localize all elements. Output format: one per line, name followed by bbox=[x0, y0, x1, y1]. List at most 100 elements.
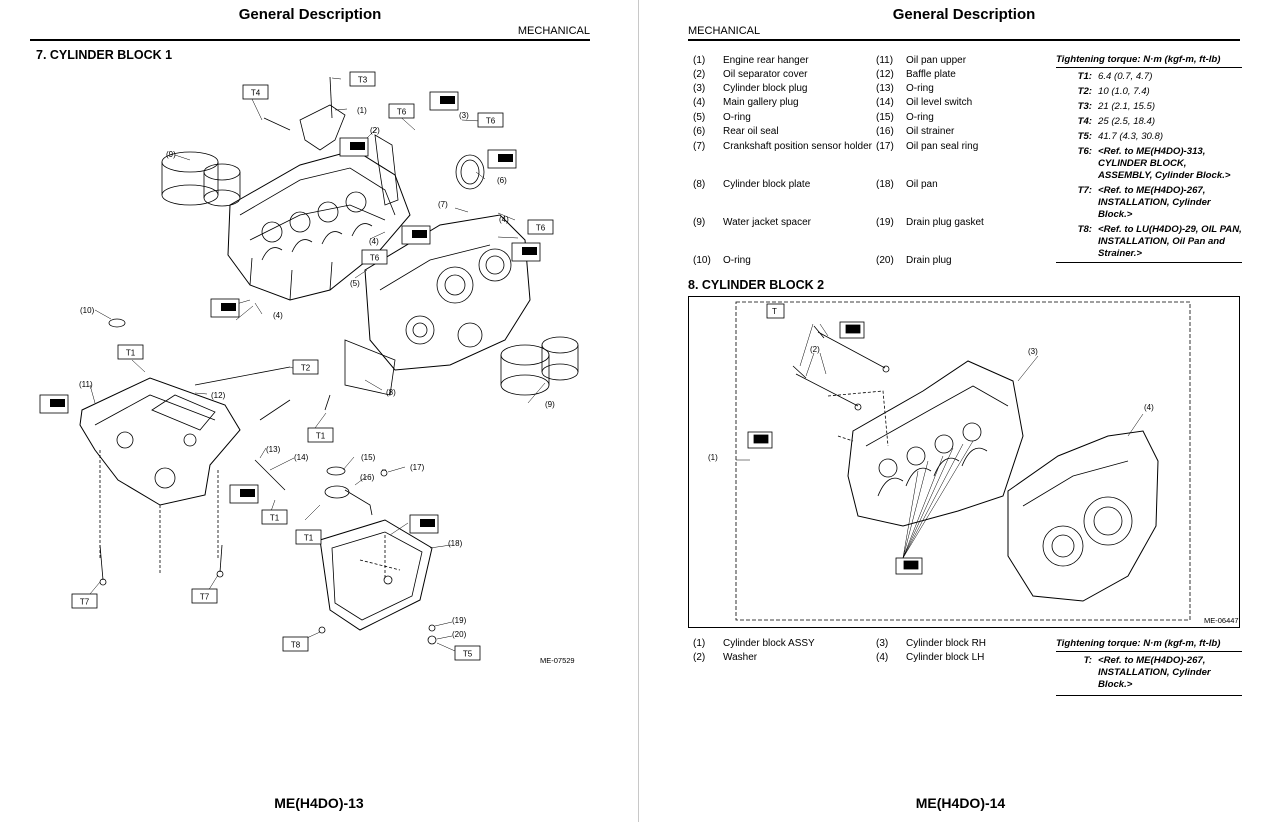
section-heading-2: 8. CYLINDER BLOCK 2 bbox=[688, 278, 825, 292]
legend-text: Crankshaft position sensor holder bbox=[723, 141, 872, 152]
cylinder-block-lh-drawing bbox=[344, 214, 531, 396]
callout-label: (9) bbox=[545, 400, 555, 409]
lubricant-icon-glyph bbox=[420, 519, 435, 527]
torque-row: T:<Ref. to ME(H4DO)-267, INSTALLATION, C… bbox=[1056, 655, 1242, 691]
rear-oil-seal bbox=[455, 154, 485, 190]
torque-box-label: T6 bbox=[397, 108, 407, 117]
legend-text: Oil pan seal ring bbox=[906, 141, 979, 152]
legend-number: (13) bbox=[876, 83, 894, 94]
torque-key: T1: bbox=[1077, 71, 1092, 82]
torque-value: 25 (2.5, 18.4) bbox=[1098, 116, 1156, 127]
legend-number: (10) bbox=[693, 255, 711, 266]
legend-number: (11) bbox=[876, 55, 894, 66]
legend-text: Rear oil seal bbox=[723, 126, 779, 137]
torque-box bbox=[361, 249, 388, 265]
legend-number: (2) bbox=[693, 69, 706, 80]
torque-key: T3: bbox=[1077, 101, 1092, 112]
lubricant-icon-glyph bbox=[350, 142, 365, 150]
torque-box-label: T1 bbox=[304, 534, 314, 543]
callout-label: (16) bbox=[360, 473, 375, 482]
torque-box bbox=[242, 84, 269, 100]
legend-text: O-ring bbox=[906, 112, 934, 123]
cylinder-block-2-diagram: T (1) (2) (3) (4) ME-06447 bbox=[688, 296, 1240, 628]
torque-key: T6: bbox=[1077, 146, 1092, 157]
legend-text: Oil pan upper bbox=[906, 55, 967, 66]
callout-label: (17) bbox=[410, 463, 425, 472]
torque-box bbox=[71, 593, 98, 609]
torque-box-label: T1 bbox=[270, 514, 280, 523]
legend-text: Engine rear hanger bbox=[723, 55, 809, 66]
torque-key: T: bbox=[1083, 655, 1092, 666]
torque-row: T1:6.4 (0.7, 4.7) bbox=[1056, 71, 1242, 83]
torque-box bbox=[454, 645, 481, 661]
header-rule bbox=[688, 39, 1240, 41]
callout-label: (6) bbox=[497, 176, 507, 185]
torque-table: Tightening torque: N·m (kgf-m, ft-lb) T1… bbox=[1056, 54, 1242, 263]
torque-row: T3:21 (2.1, 15.5) bbox=[1056, 101, 1242, 113]
oil-pan-drawing bbox=[318, 519, 437, 645]
callout-label: (13) bbox=[266, 445, 281, 454]
torque-row: T7:<Ref. to ME(H4DO)-267, INSTALLATION, … bbox=[1056, 185, 1242, 221]
callout-3-label: (3) bbox=[1028, 347, 1038, 356]
lubricant-icon-glyph bbox=[440, 96, 455, 104]
torque-box-label: T1 bbox=[126, 349, 136, 358]
callout-label: (11) bbox=[79, 380, 93, 389]
legend-text: O-ring bbox=[723, 255, 751, 266]
torque-box bbox=[117, 344, 144, 360]
callout-2-label: (2) bbox=[810, 345, 820, 354]
callout-label: (7) bbox=[438, 200, 448, 209]
torque-box-label: T7 bbox=[80, 598, 90, 607]
legend-text: Cylinder block plate bbox=[723, 179, 811, 190]
torque-header: Tightening torque: N·m (kgf-m, ft-lb) bbox=[1056, 638, 1242, 652]
legend-text: Drain plug gasket bbox=[906, 217, 984, 228]
legend-text: Drain plug bbox=[906, 255, 952, 266]
torque-key: T8: bbox=[1077, 224, 1092, 235]
callout-label: (4) bbox=[273, 311, 283, 320]
torque-box bbox=[292, 359, 319, 375]
torque-key: T2: bbox=[1077, 86, 1092, 97]
legend-number: (9) bbox=[693, 217, 706, 228]
torque-box bbox=[349, 71, 376, 87]
torque-box-label: T7 bbox=[200, 593, 210, 602]
legend-number: (3) bbox=[693, 83, 706, 94]
torque-header: Tightening torque: N·m (kgf-m, ft-lb) bbox=[1056, 54, 1242, 68]
legend-number: (14) bbox=[876, 97, 894, 108]
lubricant-icon bbox=[747, 431, 773, 449]
callout-label: (8) bbox=[386, 388, 396, 397]
lubricant-icon-glyph bbox=[522, 247, 537, 255]
callout-label: (19) bbox=[452, 616, 467, 625]
callout-1-label: (1) bbox=[708, 453, 718, 462]
torque-table-2: Tightening torque: N·m (kgf-m, ft-lb) T:… bbox=[1056, 638, 1242, 696]
torque-box-label: T6 bbox=[536, 224, 546, 233]
oil-strainer-drawing bbox=[324, 466, 388, 516]
lubricant-icon-glyph bbox=[50, 399, 65, 407]
page-title: General Description bbox=[238, 6, 382, 23]
callout-label: (20) bbox=[452, 630, 467, 639]
legend-number: (18) bbox=[876, 179, 894, 190]
legend-number: (20) bbox=[876, 255, 894, 266]
water-jacket-spacer-upper bbox=[161, 151, 241, 207]
torque-box bbox=[191, 588, 218, 604]
sealant-icon bbox=[895, 557, 923, 575]
legend-text: Oil strainer bbox=[906, 126, 955, 137]
callout-label: (2) bbox=[370, 126, 380, 135]
torque-box bbox=[282, 636, 309, 652]
torque-box bbox=[261, 509, 288, 525]
lubricant-icon bbox=[839, 321, 865, 339]
lubricant-icon-glyph bbox=[412, 230, 427, 238]
torque-box bbox=[388, 103, 415, 119]
legend-number: (5) bbox=[693, 112, 706, 123]
legend-number: (8) bbox=[693, 179, 706, 190]
callout-label: (5) bbox=[350, 279, 360, 288]
legend-number: (19) bbox=[876, 217, 894, 228]
legend-text: Cylinder block RH bbox=[906, 638, 987, 649]
legend-number: (1) bbox=[693, 55, 706, 66]
torque-box bbox=[477, 112, 504, 128]
figure-id: ME-07529 bbox=[540, 656, 575, 665]
legend-number: (12) bbox=[876, 69, 894, 80]
legend-text: Main gallery plug bbox=[723, 97, 799, 108]
o-ring-10-drawing bbox=[108, 318, 126, 328]
torque-row: T4:25 (2.5, 18.4) bbox=[1056, 116, 1242, 128]
sealant-icon-glyph bbox=[240, 489, 255, 497]
torque-box-label: T6 bbox=[486, 117, 496, 126]
